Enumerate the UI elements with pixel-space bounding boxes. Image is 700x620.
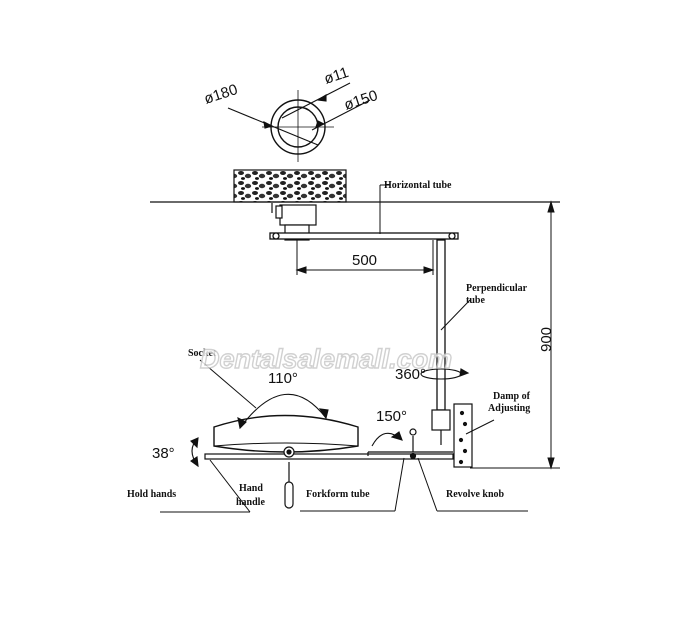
dim-d11: ø11 (322, 64, 351, 88)
dim-tilt-38: 38° (152, 445, 175, 462)
label-horizontal-tube: Horizontal tube (384, 180, 452, 191)
dim-500-lines (295, 240, 435, 275)
diameter-leader-lines (227, 82, 371, 146)
label-socket: Socket (188, 348, 217, 359)
damp-leader (465, 419, 495, 435)
rotation-150-arrow (371, 431, 403, 447)
label-hand-handle-2: handle (236, 497, 265, 508)
rotation-360-arrow (420, 368, 470, 380)
forkform-tube (204, 451, 454, 460)
dim-d180: ø180 (202, 81, 240, 108)
dim-d150: ø150 (342, 87, 380, 114)
hand-handle (283, 446, 295, 509)
perpendicular-tube-leader (440, 299, 471, 331)
label-hand-handle-1: Hand (239, 483, 263, 494)
label-perpendicular-tube-1: Perpendicular (466, 283, 528, 294)
tilt-38-arrow (190, 437, 199, 468)
lamp-head (213, 414, 359, 453)
rotation-110-arrow (237, 393, 329, 430)
dim-rot-360: 360° (395, 366, 426, 383)
dim-rot-110: 110° (268, 370, 298, 387)
revolve-knob (409, 428, 417, 460)
horizontal-tube (269, 232, 459, 240)
ceiling-gravel-block (233, 169, 347, 203)
perpendicular-tube (436, 239, 446, 411)
watermark: Dentalsalemall.com (200, 344, 452, 374)
label-revolve-knob: Revolve knob (446, 489, 505, 500)
damp-adjusting-block (431, 403, 473, 468)
dim-rot-150: 150° (376, 408, 407, 425)
label-forkform-tube: Forkform tube (306, 489, 370, 500)
label-damp-1: Damp of (493, 391, 531, 402)
label-hold-hands: Hold hands (127, 489, 176, 500)
label-perpendicular-tube-2: tube (466, 295, 485, 306)
label-damp-2: Adjusting (488, 403, 530, 414)
dim-500: 500 (352, 252, 377, 269)
socket-leader (199, 359, 257, 409)
dim-900-lines (470, 200, 560, 470)
dim-900: 900 (538, 327, 555, 352)
